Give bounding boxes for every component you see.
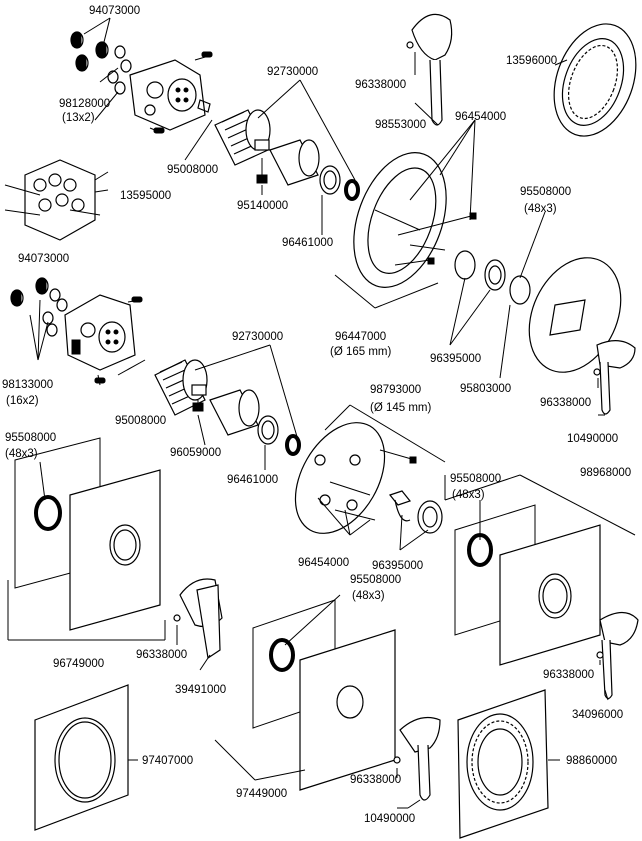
leader-lines	[7, 52, 636, 809]
valve-body-top	[129, 51, 213, 134]
label-95508000-top-qty: (48x3)	[524, 203, 557, 215]
label-97449000: 97449000	[236, 788, 287, 800]
label-98793000: 98793000	[370, 384, 421, 396]
part-number-labels: 94073000 98128000 (13x2) 95008000 927300…	[2, 5, 631, 825]
mounting-plate-mid	[294, 422, 443, 534]
handle-top	[406, 13, 453, 126]
mounting-plate-top	[353, 152, 477, 288]
insert-set-top	[70, 17, 132, 95]
label-98793000-dia: (Ø 145 mm)	[370, 402, 432, 414]
label-10490000-mid: 10490000	[567, 433, 618, 445]
cartridge-mid	[154, 359, 208, 416]
rosette-round-top	[553, 23, 637, 137]
sleeve-top	[269, 139, 360, 201]
label-98133000: 98133000	[2, 379, 53, 391]
label-95008000-mid: 95008000	[115, 415, 166, 427]
label-39491000: 39491000	[175, 684, 226, 696]
handle-mid	[593, 340, 636, 415]
label-94073000-mid: 94073000	[18, 253, 69, 265]
label-98968000: 98968000	[580, 467, 631, 479]
label-95508000-left: 95508000	[5, 432, 56, 444]
label-96395000-mid: 96395000	[372, 560, 423, 572]
cartridge-top	[214, 109, 271, 184]
label-97407000: 97407000	[142, 755, 193, 767]
label-96059000: 96059000	[170, 447, 221, 459]
label-96338000-mid: 96338000	[540, 397, 591, 409]
label-92730000-top: 92730000	[267, 66, 318, 78]
square-rosette-97407000	[34, 684, 129, 831]
label-96454000-top: 96454000	[455, 111, 506, 123]
label-96338000-bottom: 96338000	[350, 774, 401, 786]
label-96447000-dia: (Ø 165 mm)	[330, 346, 392, 358]
label-95140000: 95140000	[237, 200, 288, 212]
square-trim-right	[454, 504, 639, 700]
valve-body-13595000	[4, 159, 109, 241]
label-98128000-qty: (13x2)	[62, 112, 95, 124]
label-96338000-left: 96338000	[136, 649, 187, 661]
label-95508000-left-qty: (48x3)	[5, 448, 38, 460]
label-95508000-top: 95508000	[520, 186, 571, 198]
label-13595000: 13595000	[120, 190, 171, 202]
square-rosette-98860000	[457, 689, 549, 839]
valve-body-mid	[64, 294, 143, 386]
square-trim-left	[14, 437, 223, 660]
label-96395000-top: 96395000	[430, 353, 481, 365]
label-92730000-mid: 92730000	[232, 331, 283, 343]
label-95008000-top: 95008000	[167, 164, 218, 176]
label-10490000-bottom: 10490000	[364, 813, 415, 825]
label-96447000: 96447000	[335, 331, 386, 343]
label-98553000: 98553000	[375, 119, 426, 131]
sleeve-mid	[209, 389, 301, 456]
label-95508000-right: 95508000	[450, 473, 501, 485]
label-13596000: 13596000	[506, 55, 557, 67]
square-trim-center	[252, 599, 441, 801]
label-96454000-mid: 96454000	[298, 557, 349, 569]
label-34096000: 34096000	[572, 709, 623, 721]
label-96461000-top: 96461000	[282, 237, 333, 249]
label-96749000: 96749000	[53, 658, 104, 670]
label-95508000-right-qty: (48x3)	[452, 489, 485, 501]
label-98128000: 98128000	[59, 98, 110, 110]
label-98860000: 98860000	[566, 755, 617, 767]
label-95508000-center: 95508000	[350, 574, 401, 586]
label-94073000-top: 94073000	[89, 5, 140, 17]
label-95508000-center-qty: (48x3)	[352, 590, 385, 602]
label-98133000-qty: (16x2)	[6, 395, 39, 407]
insert-set-mid	[10, 277, 68, 337]
label-96461000-mid: 96461000	[227, 474, 278, 486]
label-96338000-right: 96338000	[543, 669, 594, 681]
rosette-round-mid	[454, 250, 622, 373]
label-95803000: 95803000	[460, 383, 511, 395]
label-96338000-top: 96338000	[355, 79, 406, 91]
